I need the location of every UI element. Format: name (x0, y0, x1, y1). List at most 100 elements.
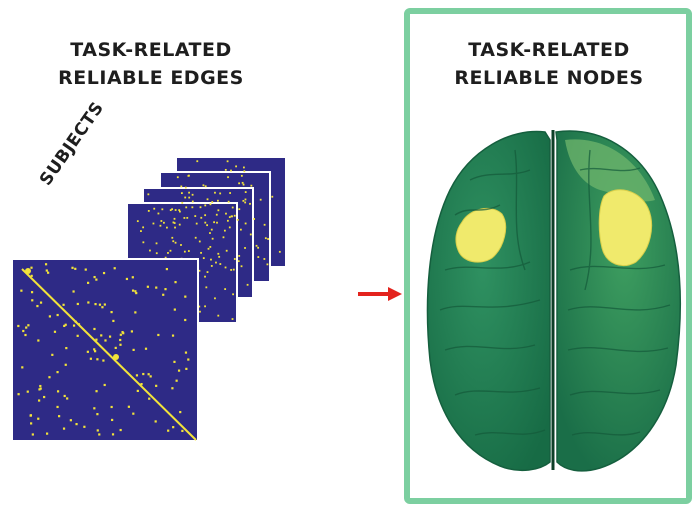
matrix-dot (214, 191, 216, 194)
matrix-dot (37, 339, 40, 342)
matrix-dot (222, 236, 225, 239)
matrix-dot (103, 303, 106, 306)
matrix-dot (39, 384, 42, 388)
matrix-dot (148, 397, 151, 400)
matrix-dot (147, 373, 150, 376)
matrix-dot (244, 198, 247, 201)
matrix-dot (149, 375, 152, 378)
matrix-dot (169, 249, 172, 252)
matrix-dot (186, 216, 189, 219)
matrix-dot (45, 432, 49, 435)
matrix-dot (147, 193, 150, 196)
matrix-dot (102, 359, 105, 362)
right-arrow-icon (358, 287, 402, 301)
matrix-dot (30, 274, 33, 277)
matrix-dot (219, 192, 222, 195)
matrix-dot (119, 343, 122, 346)
matrix-dot (94, 350, 97, 353)
matrix-dot (218, 255, 221, 258)
matrix-dot (249, 202, 251, 205)
matrix-dot (135, 374, 139, 377)
matrix-dot (164, 256, 167, 259)
matrix-dot (227, 200, 230, 203)
matrix-dot (230, 169, 232, 172)
matrix-dot (160, 220, 163, 222)
matrix-dot (199, 310, 201, 313)
right-panel-title: TASK-RELATED RELIABLE NODES (418, 36, 680, 92)
matrix-dot (228, 216, 231, 219)
matrix-dot (229, 192, 232, 194)
matrix-dot (238, 182, 241, 185)
matrix-dot (228, 226, 231, 229)
matrix-dot (76, 334, 79, 337)
highlight-right (598, 189, 652, 266)
matrix-dot (121, 331, 124, 334)
matrix-dot (235, 165, 237, 168)
matrix-dot (180, 185, 183, 188)
matrix-dot (236, 218, 239, 221)
matrix-dot (72, 290, 75, 293)
matrix-dot (176, 176, 179, 179)
matrix-dot (111, 433, 115, 436)
matrix-dot (58, 415, 61, 418)
matrix-dot (278, 250, 281, 253)
matrix-dot (172, 240, 175, 243)
matrix-dot (219, 263, 222, 265)
matrix-dot (98, 303, 102, 306)
matrix-dot (211, 237, 214, 240)
matrix-dot (83, 425, 86, 428)
right-title-line1: TASK-RELATED (468, 39, 630, 61)
matrix-dot (209, 232, 211, 234)
matrix-dot (210, 258, 212, 261)
matrix-dot (159, 224, 162, 227)
matrix-dot (20, 289, 23, 292)
matrix-dot (259, 198, 262, 201)
matrix-front-dots (17, 263, 190, 436)
matrix-dot (266, 263, 269, 266)
matrix-dot (164, 288, 167, 291)
matrix-dot (86, 350, 89, 353)
matrix-dot (198, 240, 201, 243)
matrix-dot (76, 302, 79, 306)
matrix-dot (243, 166, 245, 169)
matrix-dot (108, 335, 112, 338)
matrix-dot (215, 261, 217, 264)
matrix-dot (51, 353, 54, 356)
matrix-dot (45, 269, 48, 272)
matrix-dot (225, 249, 228, 252)
matrix-dot (110, 405, 113, 409)
matrix-dot (237, 260, 240, 263)
matrix-dot (38, 388, 41, 391)
matrix-dot (206, 198, 209, 201)
matrix-dot (232, 268, 235, 271)
matrix-dot (253, 218, 256, 220)
matrix-front (11, 258, 199, 442)
matrix-dot (39, 387, 42, 390)
matrix-dot (198, 269, 201, 272)
matrix-dot (134, 290, 137, 293)
matrix-dot (114, 346, 117, 350)
matrix-dot (84, 268, 87, 271)
matrix-dot (140, 230, 142, 233)
matrix-dot (174, 209, 177, 211)
matrix-dot (202, 257, 205, 260)
matrix-dot (74, 267, 77, 270)
matrix-dot (155, 242, 158, 245)
matrix-dot (71, 266, 74, 269)
matrix-dot (125, 277, 129, 281)
matrix-dot (213, 221, 215, 224)
matrix-dot (43, 395, 46, 399)
matrix-dot (112, 319, 115, 323)
left-panel-title: TASK-RELATED RELIABLE EDGES (20, 36, 282, 92)
matrix-dot (257, 256, 260, 258)
matrix-dot (149, 249, 151, 252)
matrix-dot (63, 394, 66, 398)
matrix-dot (75, 423, 78, 426)
matrix-dot (96, 413, 99, 416)
matrix-dot (200, 251, 202, 254)
matrix-dot (48, 315, 51, 318)
matrix-dot (230, 269, 233, 271)
matrix-dot (173, 308, 176, 311)
matrix-dot (44, 263, 48, 266)
matrix-dot (188, 191, 190, 194)
